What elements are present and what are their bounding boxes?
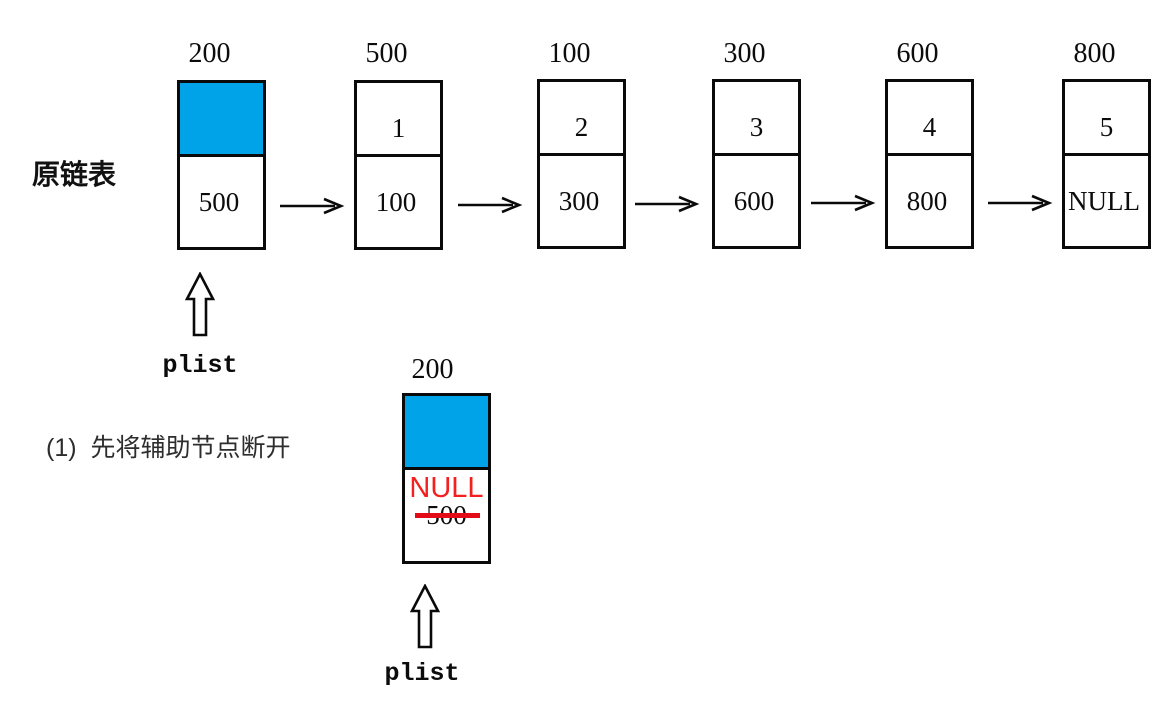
arrow-up-icon xyxy=(184,272,216,337)
arrow-right-icon xyxy=(811,194,876,212)
data-value: 4 xyxy=(922,112,937,142)
step-1-caption: (1) 先将辅助节点断开 xyxy=(46,434,291,462)
old-next-value-struck: 500 xyxy=(415,502,480,529)
strikethrough-line xyxy=(415,513,480,518)
arrow-right-icon xyxy=(635,195,700,213)
next-pointer-cell: 500 xyxy=(180,157,263,247)
data-value: 2 xyxy=(574,112,589,142)
next-value: 300 xyxy=(558,185,600,216)
arrow-right-icon xyxy=(988,194,1053,212)
list-node: 1 100 xyxy=(354,80,443,250)
next-value: 800 xyxy=(906,185,948,216)
address-label: 600 xyxy=(896,38,939,69)
new-next-value: NULL xyxy=(409,472,484,504)
list-node: 5 NULL xyxy=(1062,79,1151,249)
next-value: NULL xyxy=(1068,185,1140,216)
list-node: 2 300 xyxy=(537,79,626,249)
address-label: 800 xyxy=(1073,38,1116,69)
data-cell: 5 xyxy=(1065,82,1148,156)
plist-pointer-label: plist xyxy=(384,659,460,688)
next-pointer-cell: NULL 500 xyxy=(405,470,488,561)
data-cell-filled xyxy=(405,396,488,470)
data-cell-filled xyxy=(180,83,263,157)
address-label: 200 xyxy=(188,38,231,69)
data-cell: 2 xyxy=(540,82,623,156)
list-node: 4 800 xyxy=(885,79,974,249)
next-value: 500 xyxy=(198,186,240,217)
address-label: 100 xyxy=(548,38,591,69)
address-label: 500 xyxy=(365,38,408,69)
original-list-label: 原链表 xyxy=(32,159,117,190)
next-pointer-cell: NULL xyxy=(1065,156,1148,246)
next-pointer-cell: 800 xyxy=(888,156,971,246)
data-cell: 3 xyxy=(715,82,798,156)
data-value: 5 xyxy=(1099,112,1114,142)
next-pointer-cell: 100 xyxy=(357,157,440,247)
next-pointer-cell: 600 xyxy=(715,156,798,246)
arrow-right-icon xyxy=(280,197,345,215)
data-value: 3 xyxy=(749,112,764,142)
list-node: 3 600 xyxy=(712,79,801,249)
data-cell: 4 xyxy=(888,82,971,156)
data-value: 1 xyxy=(391,113,406,143)
next-value: 600 xyxy=(733,185,775,216)
arrow-right-icon xyxy=(458,196,523,214)
plist-pointer-label: plist xyxy=(162,351,238,380)
next-value: 100 xyxy=(375,186,417,217)
list-node: 500 xyxy=(177,80,266,250)
address-label: 300 xyxy=(723,38,766,69)
next-pointer-cell: 300 xyxy=(540,156,623,246)
data-cell: 1 xyxy=(357,83,440,157)
arrow-up-icon xyxy=(409,584,441,649)
detached-node: NULL 500 xyxy=(402,393,491,564)
address-label: 200 xyxy=(411,354,454,385)
